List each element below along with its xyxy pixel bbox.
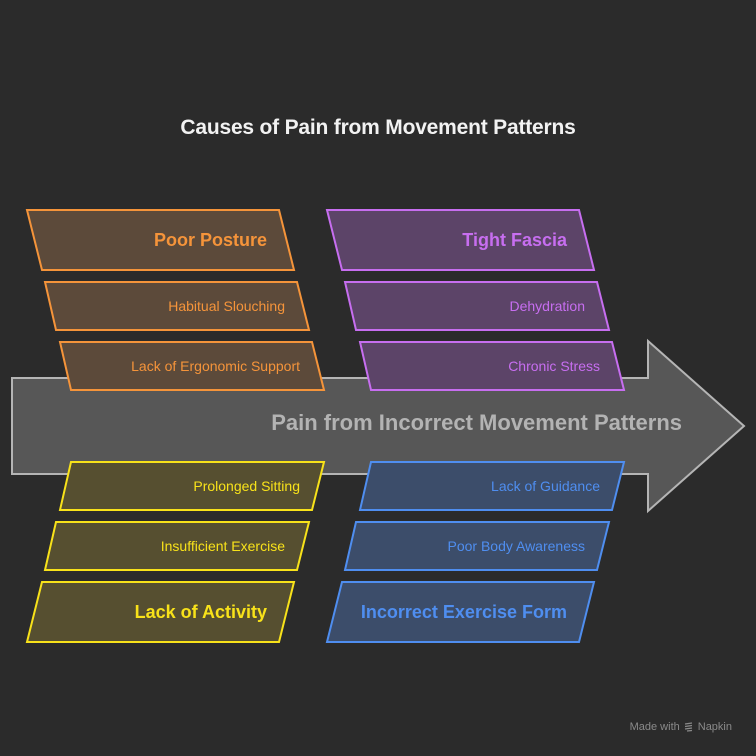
cause-incorrect-exercise-form-2-label: Lack of Guidance <box>491 477 600 494</box>
footer-attribution: Made with Napkin <box>630 721 732 733</box>
cause-poor-posture-1-label: Habitual Slouching <box>168 297 285 314</box>
category-poor-posture-box <box>25 209 296 271</box>
napkin-brand-text: Napkin <box>697 721 732 733</box>
napkin-logo-icon <box>684 722 692 732</box>
cause-lack-of-activity-2-box <box>58 461 326 511</box>
category-tight-fascia-label: Tight Fascia <box>462 229 567 250</box>
effect-label: Pain from Incorrect Movement Patterns <box>271 410 682 435</box>
cause-incorrect-exercise-form-1-box <box>343 521 611 571</box>
cause-lack-of-activity-1-box <box>43 521 311 571</box>
made-with-text: Made with <box>629 721 680 733</box>
cause-tight-fascia-1-box <box>343 281 611 331</box>
category-poor-posture-label: Poor Posture <box>153 229 267 250</box>
cause-incorrect-exercise-form-2-box <box>358 461 626 511</box>
cause-poor-posture-1-box <box>43 281 311 331</box>
category-incorrect-exercise-form-box <box>325 581 596 643</box>
cause-tight-fascia-1-label: Dehydration <box>509 297 586 314</box>
category-tight-fascia-box <box>325 209 596 271</box>
category-lack-of-activity-box <box>25 581 296 643</box>
cause-incorrect-exercise-form-1-label: Poor Body Awareness <box>447 537 586 554</box>
category-incorrect-exercise-form-label: Incorrect Exercise Form <box>360 601 567 622</box>
cause-poor-posture-2-label: Lack of Ergonomic Support <box>131 357 300 374</box>
category-lack-of-activity-label: Lack of Activity <box>134 601 267 622</box>
cause-tight-fascia-2-box <box>358 341 626 391</box>
cause-lack-of-activity-1-label: Insufficient Exercise <box>160 537 285 554</box>
cause-poor-posture-2-box <box>58 341 326 391</box>
cause-lack-of-activity-2-label: Prolonged Sitting <box>193 477 300 494</box>
diagram-title: Causes of Pain from Movement Patterns <box>180 116 576 139</box>
cause-tight-fascia-2-label: Chronic Stress <box>508 357 600 374</box>
